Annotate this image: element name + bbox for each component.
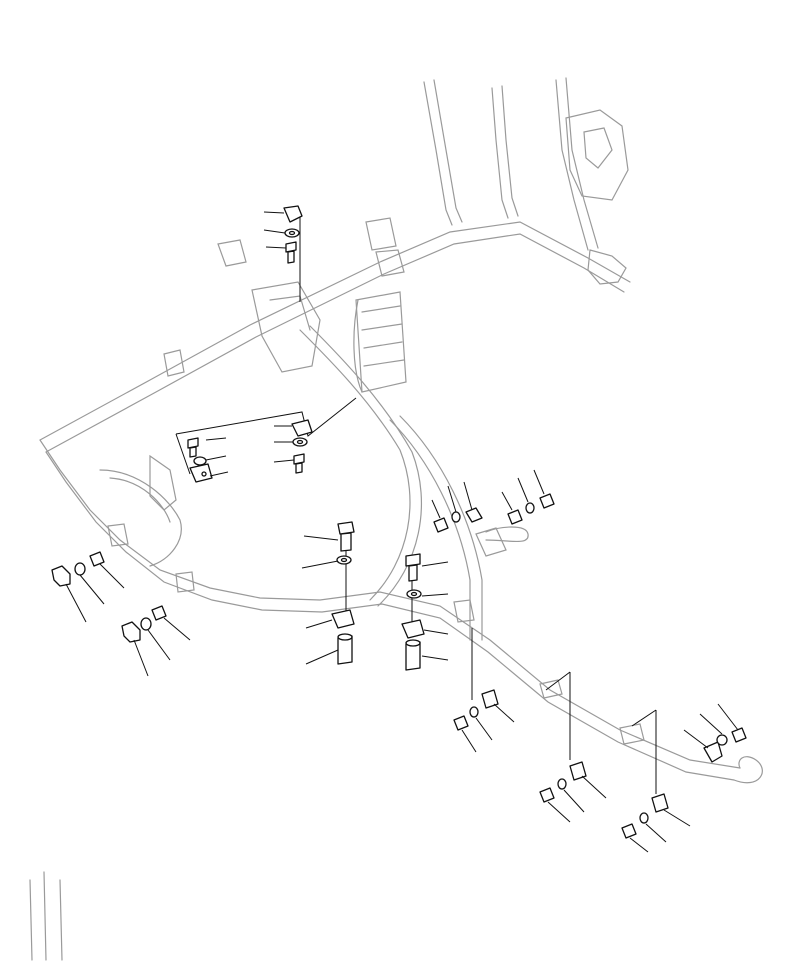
clamp [481, 689, 499, 709]
bolt [151, 605, 167, 621]
clip-bracket [283, 205, 303, 223]
hardware-group-top [263, 205, 303, 302]
clamp [651, 793, 669, 813]
hardware-group-right-upper [431, 469, 555, 533]
bolt [89, 551, 105, 567]
clip [465, 507, 483, 523]
l-bracket [189, 463, 213, 483]
washer [140, 617, 152, 631]
washer [451, 511, 461, 523]
washer [716, 734, 728, 746]
washer [639, 812, 649, 824]
clip-bracket [291, 419, 313, 437]
hardware-group-right-lower [453, 628, 747, 853]
bolt [293, 453, 305, 474]
bent-clip [703, 741, 723, 763]
clamp [121, 621, 141, 643]
bolt [187, 437, 199, 458]
bolt-long [337, 521, 355, 552]
washer [193, 456, 207, 466]
clip-bracket [401, 619, 425, 639]
washer [74, 562, 86, 576]
clip-bracket [331, 609, 355, 629]
washer-hole [288, 230, 296, 236]
washer [557, 778, 567, 790]
hardware-group-center-bolts [301, 521, 449, 671]
bolt [621, 823, 637, 839]
bolt [539, 787, 555, 803]
washer [525, 502, 535, 514]
washer [469, 706, 479, 718]
hardware-group-center-left [175, 397, 357, 483]
ghost-frame [29, 77, 763, 961]
clamp [51, 565, 71, 587]
bolt-long [405, 553, 421, 582]
clip [539, 493, 555, 509]
clamp [569, 761, 587, 781]
bolt [453, 715, 469, 731]
bolt [731, 727, 747, 743]
hardware-group-left-clamps [51, 551, 191, 677]
bolt [433, 517, 449, 533]
bolt [285, 241, 297, 264]
bolt [507, 509, 523, 525]
